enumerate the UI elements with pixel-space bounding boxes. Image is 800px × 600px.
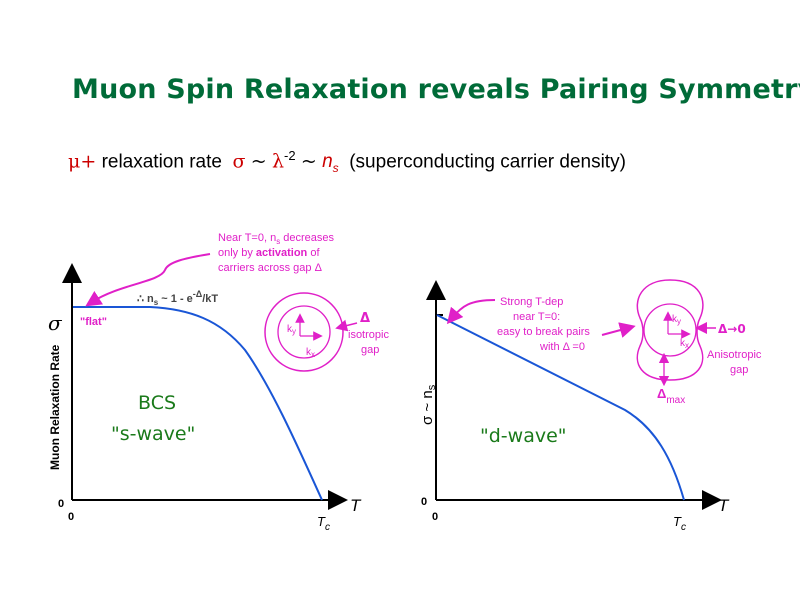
left-bcs-curve [73, 306, 323, 501]
right-d-wave-label: "d-wave" [480, 425, 567, 447]
isotropic-gap-word: gap [361, 344, 379, 356]
left-origin-x: 0 [68, 511, 74, 523]
right-annotation-line1: Strong T-dep [500, 296, 563, 308]
right-dwave-curve [436, 314, 685, 501]
isotropic-kx-label: kx [306, 347, 315, 359]
delta-max-label: Δmax [657, 386, 685, 406]
isotropic-gap-arrow [335, 319, 358, 332]
isotropic-gap-outer [264, 292, 344, 372]
right-origin-x: 0 [432, 511, 438, 523]
isotropic-gap-diagram: ky kx Δ isotropic gap [264, 292, 389, 372]
left-plot: Muon Relaxation Rate σ 0 0 T Tc "flat" ∴… [48, 232, 389, 533]
left-ylabel: Muon Relaxation Rate [48, 344, 62, 470]
right-annotation-arrow [446, 299, 496, 325]
left-bcs-label: BCS [138, 392, 176, 414]
anisotropic-gap-outer [636, 279, 704, 381]
right-ylabel: σ ~ ns [419, 384, 438, 425]
left-annotation-line2: only by activation of [218, 247, 320, 259]
right-annotation-line4: with Δ =0 [539, 341, 585, 353]
left-annotation-line1: Near T=0, ns decreases [218, 232, 335, 246]
right-T-label: T [718, 496, 730, 515]
left-flat-label: "flat" [80, 316, 107, 328]
right-Tc-label: Tc [673, 514, 686, 533]
left-formula: ∴ ns ~ 1 - e-Δ/kT [137, 289, 218, 307]
slide-title: Muon Spin Relaxation reveals Pairing Sym… [72, 74, 800, 105]
lambda-exponent: -2 [284, 148, 296, 163]
tilde-1: ~ [250, 150, 267, 173]
left-Tc-label: Tc [317, 514, 330, 533]
anisotropic-kx-label: kx [680, 338, 689, 350]
relaxation-rate-text: relaxation rate [101, 151, 222, 173]
anisotropic-gap-word: gap [730, 364, 748, 376]
right-with-arrow [601, 322, 636, 338]
lambda-symbol: λ [272, 150, 285, 173]
mu-plus-symbol: μ+ [68, 150, 97, 173]
right-plot: σ ~ ns 0 0 T Tc Strong T-dep near T=0: e… [419, 279, 762, 533]
isotropic-gap-inner [277, 305, 331, 359]
carrier-density-text: (superconducting carrier density) [349, 151, 626, 173]
anisotropic-ky-label: ky [672, 314, 681, 326]
left-sigma-label: σ [48, 311, 63, 335]
anisotropic-delta-zero: Δ→0 [718, 322, 746, 336]
sigma-symbol: σ [232, 150, 246, 173]
right-annotation-line3: easy to break pairs [497, 326, 590, 338]
anisotropic-gap-diagram: ky kx Δ→0 Anisotropic gap Δmax [636, 279, 762, 406]
isotropic-ky-label: ky [287, 324, 296, 336]
anisotropic-label: Anisotropic [707, 349, 762, 361]
right-origin-y: 0 [421, 496, 427, 508]
right-annotation-line2: near T=0: [513, 311, 560, 323]
ns-symbol: ns [322, 151, 339, 176]
left-origin-y: 0 [58, 498, 64, 510]
left-annotation-arrow [85, 253, 211, 307]
left-annotation-line3: carriers across gap Δ [218, 262, 323, 274]
isotropic-label: isotropic [348, 329, 389, 341]
isotropic-delta-symbol: Δ [360, 311, 370, 326]
left-s-wave-label: "s-wave" [111, 423, 195, 445]
tilde-2: ~ [300, 150, 317, 173]
slide-subtitle: μ+ relaxation rate σ ~ λ-2 ~ ns (superco… [68, 148, 626, 175]
left-T-label: T [350, 496, 362, 515]
